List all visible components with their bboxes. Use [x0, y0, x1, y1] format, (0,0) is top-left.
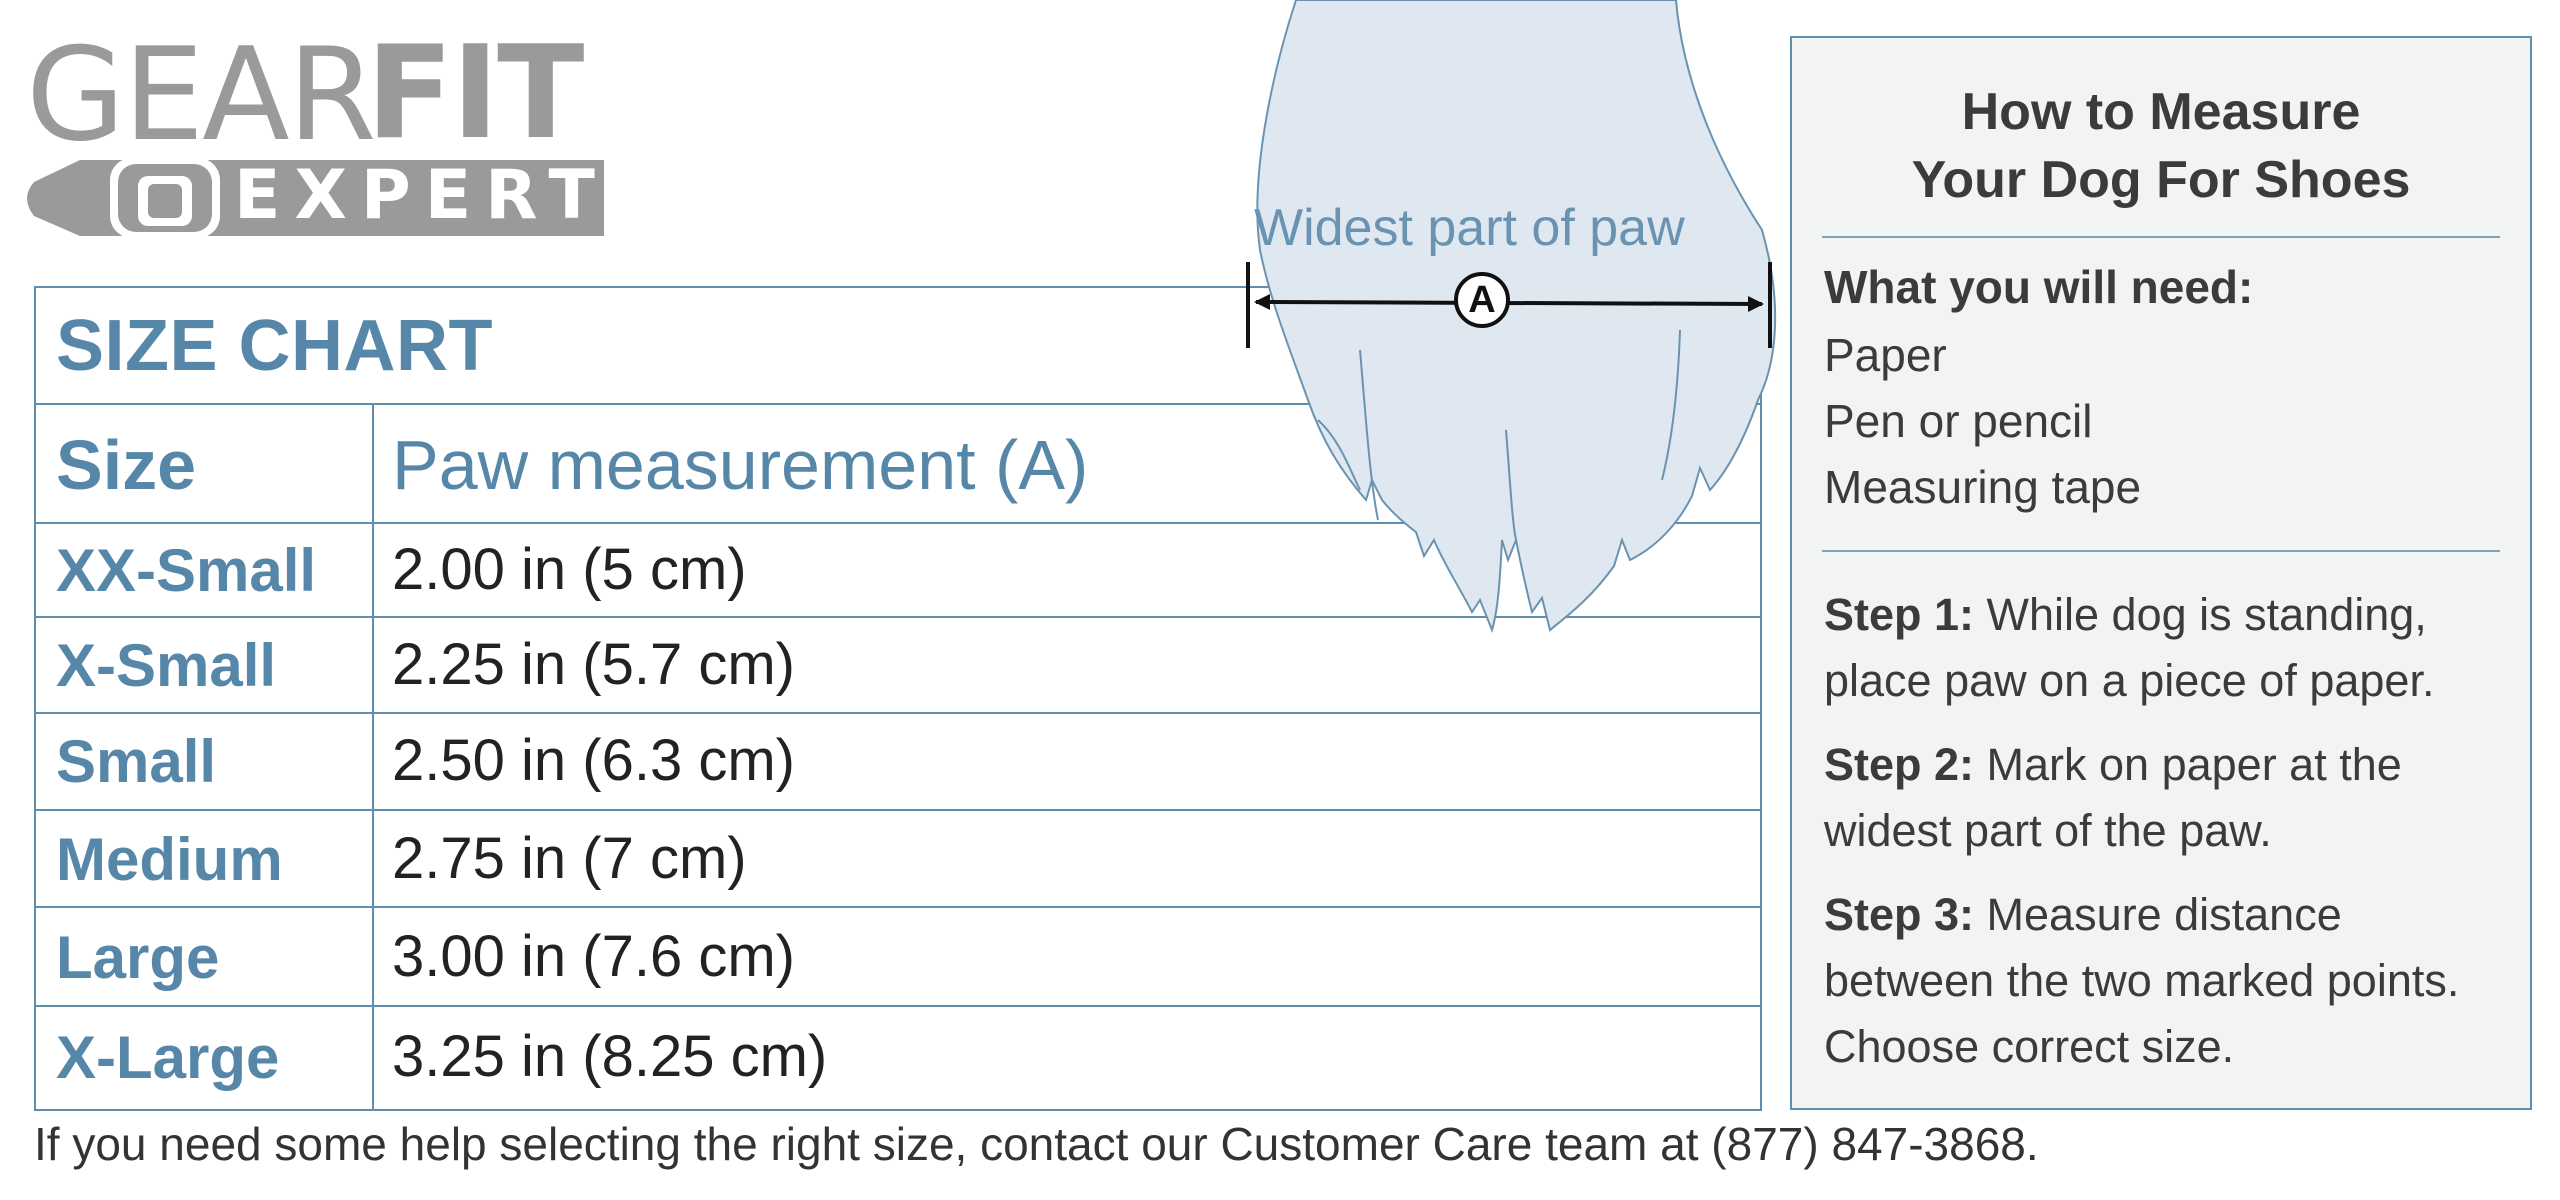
howto-divider [1822, 236, 2500, 238]
howto-title-line2: Your Dog For Shoes [1911, 151, 2411, 209]
logo-gear-text: GEAR [26, 21, 377, 170]
size-cell: XX-Small [56, 537, 317, 604]
logo-fit-text: FIT [366, 19, 584, 168]
measurement-cell: 2.00 in (5 cm) [392, 537, 747, 602]
need-heading: What you will need: [1824, 261, 2254, 313]
logo-experts-text: EXPERTS [234, 156, 672, 235]
step-text: While dog is standing, place paw on a pi… [1824, 589, 2435, 706]
size-cell: X-Small [56, 632, 277, 699]
measurement-marker-a: A [1454, 272, 1510, 328]
table-divider [36, 616, 1760, 618]
customer-care-note: If you need some help selecting the righ… [34, 1118, 2039, 1170]
step-text: Measure distance between the two marked … [1824, 889, 2460, 1072]
step-2: Step 2: Mark on paper at the widest part… [1824, 732, 2514, 864]
size-cell: Medium [56, 826, 283, 893]
measurement-cell: 2.25 in (5.7 cm) [392, 632, 795, 697]
table-divider [36, 906, 1760, 908]
column-header-measurement: Paw measurement (A) [392, 426, 1089, 504]
howto-title-line1: How to Measure [1961, 83, 2361, 141]
step-label: Step 1: [1824, 589, 1975, 640]
measurement-cell: 2.75 in (7 cm) [392, 826, 747, 891]
measurement-cell: 3.00 in (7.6 cm) [392, 924, 795, 989]
logo-tag-icon [27, 158, 604, 238]
step-text: Mark on paper at the widest part of the … [1824, 739, 2402, 856]
paw-label: Widest part of paw [1254, 199, 1685, 257]
measurement-cell: 3.25 in (8.25 cm) [392, 1024, 828, 1089]
table-divider [36, 712, 1760, 714]
step-3: Step 3: Measure distance between the two… [1824, 882, 2514, 1080]
table-divider [36, 522, 1760, 524]
size-chart-title: SIZE CHART [56, 306, 493, 386]
gearfit-experts-logo: GEAR FIT EXPERTS [20, 30, 658, 240]
step-label: Step 2: [1824, 739, 1975, 790]
table-divider [36, 1005, 1760, 1007]
paw-illustration [1246, 0, 1777, 634]
size-chart-table: SIZE CHART Size Paw measurement (A) XX-S… [34, 286, 1762, 1111]
need-item: Measuring tape [1824, 461, 2142, 513]
step-1: Step 1: While dog is standing, place paw… [1824, 582, 2514, 714]
column-header-size: Size [56, 426, 197, 504]
need-item: Pen or pencil [1824, 395, 2093, 447]
table-column-divider [372, 405, 374, 1109]
size-cell: Large [56, 924, 220, 991]
how-to-measure-panel: How to Measure Your Dog For Shoes What y… [1790, 36, 2532, 1110]
size-cell: Small [56, 728, 217, 795]
need-item: Paper [1824, 329, 1947, 381]
table-divider [36, 809, 1760, 811]
howto-divider [1822, 550, 2500, 552]
measurement-cell: 2.50 in (6.3 cm) [392, 728, 795, 793]
table-divider [36, 403, 1760, 405]
step-label: Step 3: [1824, 889, 1975, 940]
size-cell: X-Large [56, 1024, 280, 1091]
